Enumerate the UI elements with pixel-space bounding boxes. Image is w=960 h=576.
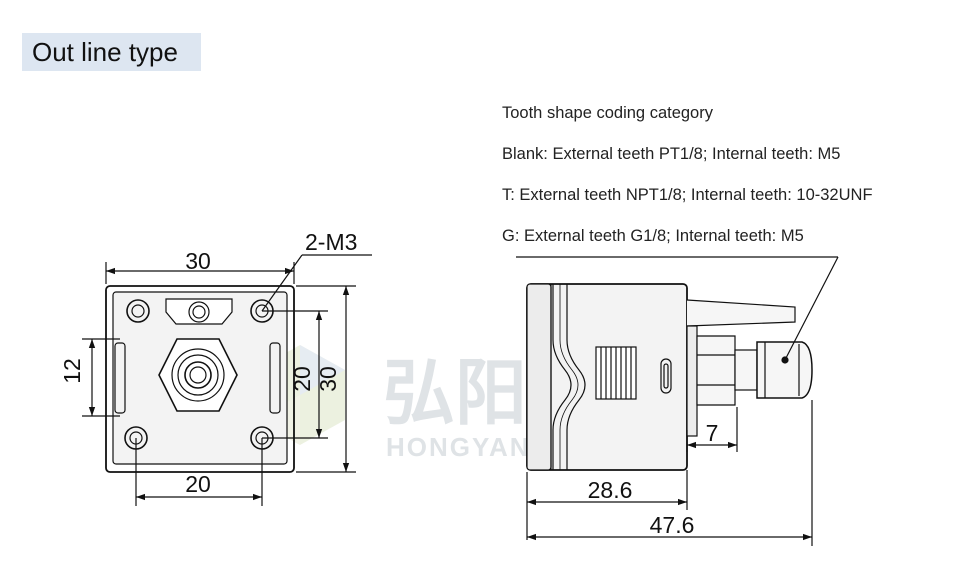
dim-height-left: 12 <box>59 358 85 384</box>
dim-total: 47.6 <box>650 512 695 538</box>
dim-height-inner: 20 <box>289 366 315 392</box>
note-blank: Blank: External teeth PT1/8; Internal te… <box>502 145 841 163</box>
side-view <box>516 256 839 546</box>
left-slot <box>114 342 126 414</box>
watermark-cn: 弘阳 <box>383 354 527 434</box>
dim-height-outer: 30 <box>315 366 341 392</box>
dim-mid: 28.6 <box>588 477 633 503</box>
note-heading: Tooth shape coding category <box>502 104 713 122</box>
note-g: G: External teeth G1/8; Internal teeth: … <box>502 227 804 245</box>
top-tab <box>165 298 233 325</box>
watermark: 弘阳 HONGYANG <box>255 345 553 462</box>
section-title: Out line type <box>22 33 201 71</box>
dim-thread-callout: 2-M3 <box>305 229 357 255</box>
dim-width-bottom: 20 <box>185 471 211 497</box>
dim-width-top: 30 <box>185 248 211 274</box>
dim-small: 7 <box>706 420 719 446</box>
note-t: T: External teeth NPT1/8; Internal teeth… <box>502 186 873 204</box>
right-slot <box>269 342 281 414</box>
front-body-outline <box>105 285 295 473</box>
mounting-hole-icon <box>126 299 150 323</box>
watermark-en: HONGYANG <box>386 432 553 462</box>
front-view <box>82 254 372 506</box>
port-fitting-icon <box>158 338 238 412</box>
